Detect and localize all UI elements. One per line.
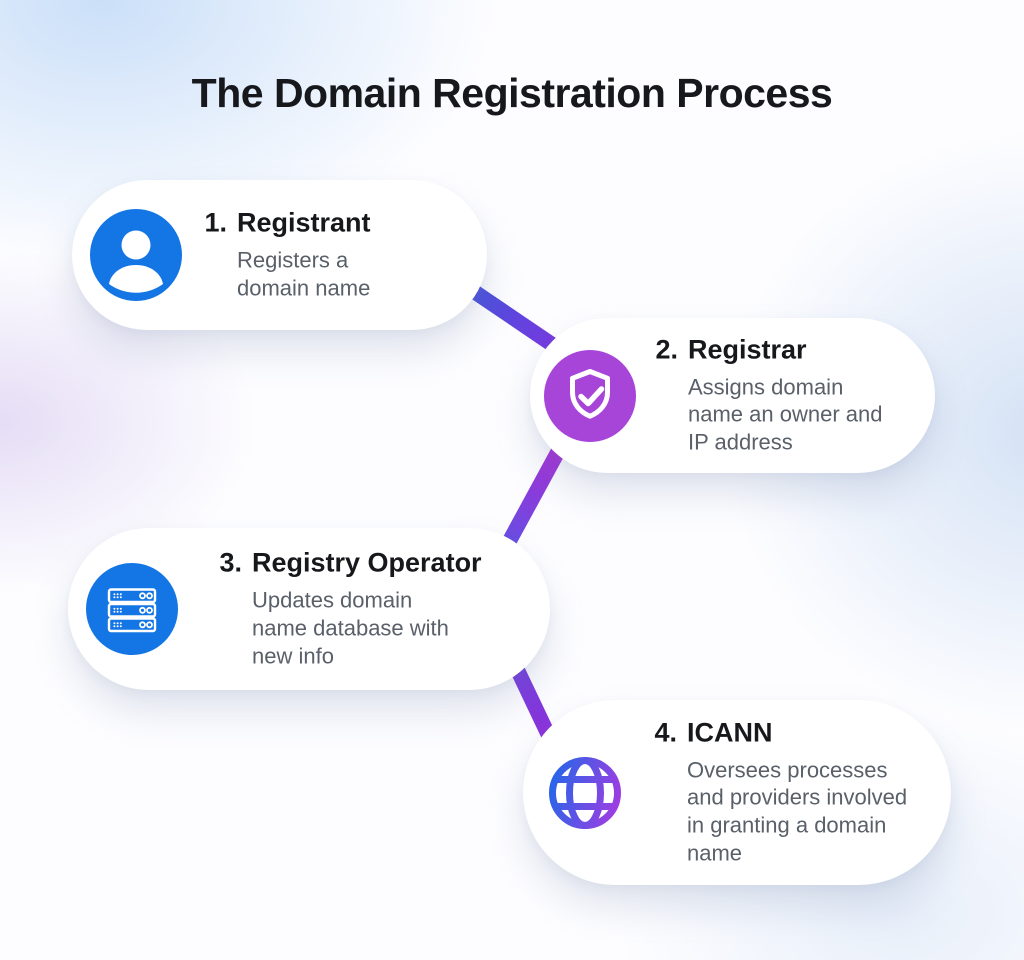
step-card-registrar: 2. Registrar Assigns domain name an owner… — [530, 318, 935, 473]
step-number: 4. — [654, 717, 677, 748]
step-title: 4. ICANN — [654, 717, 922, 748]
step-name: Registrar — [688, 334, 807, 365]
step-title: 3. Registry Operator — [219, 548, 481, 579]
step-card-registry-operator: 3. Registry Operator Updates domain name … — [68, 528, 550, 690]
step-title: 1. Registrant — [204, 207, 412, 239]
step-description: Registers a domain name — [237, 247, 371, 301]
step-title: 2. Registrar — [655, 334, 893, 365]
step-description: Oversees processes and providers involve… — [687, 757, 908, 866]
globe-icon — [539, 747, 631, 839]
step-card-registrant: 1. Registrant Registers a domain name — [72, 180, 487, 330]
user-icon — [90, 209, 182, 301]
page-title: The Domain Registration Process — [191, 70, 833, 116]
step-description: Updates domain name database with new in… — [252, 587, 449, 669]
shield-check-icon — [544, 349, 636, 442]
step-number: 3. — [219, 547, 242, 578]
step-name: Registry Operator — [252, 547, 482, 578]
step-number: 2. — [655, 334, 678, 365]
server-icon — [86, 563, 178, 655]
step-description: Assigns domain name an owner and IP addr… — [688, 374, 883, 455]
step-number: 1. — [204, 207, 227, 238]
step-name: ICANN — [687, 717, 773, 748]
step-name: Registrant — [237, 207, 371, 238]
step-card-icann: 4. ICANN Oversees processes and providers… — [523, 700, 951, 885]
